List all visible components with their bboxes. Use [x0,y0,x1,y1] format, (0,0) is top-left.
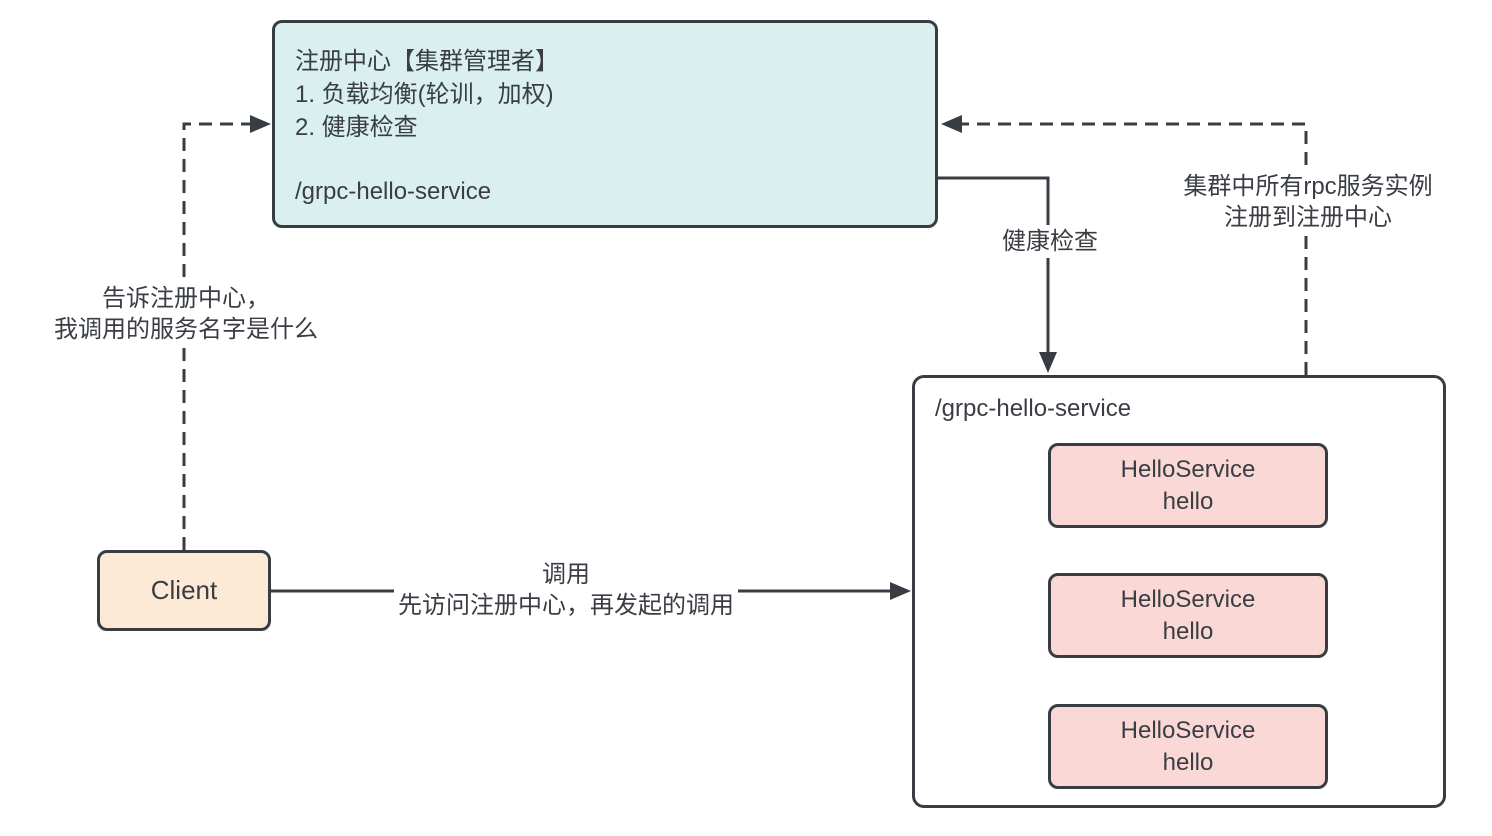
registry-service-path: /grpc-hello-service [295,178,492,205]
cluster-to-registry-label-line2: 注册到注册中心 [1224,204,1392,231]
call-label: 调用 先访问注册中心，再发起的调用 [394,558,738,622]
service-instance-name: HelloService [1120,585,1256,613]
cluster-service-path: /grpc-hello-service [935,395,1132,422]
client-to-registry-dashed-line [182,122,252,550]
registry-feature-load-balancing: 1. 负载均衡(轮训，加权) [295,81,554,108]
registry-to-cluster-line [938,176,1050,354]
service-instance[interactable]: HelloService hello [1048,573,1328,658]
service-cluster-node[interactable]: /grpc-hello-service HelloService hello H… [912,375,1446,808]
service-instance-method: hello [1162,617,1214,645]
client-label: Client [150,575,218,605]
call-label-line2: 先访问注册中心，再发起的调用 [398,592,734,619]
cluster-to-registry-label: 集群中所有rpc服务实例 注册到注册中心 [1179,170,1437,234]
registry-center-node[interactable]: 注册中心【集群管理者】 1. 负载均衡(轮训，加权) 2. 健康检查 /grpc… [272,20,938,228]
registry-title: 注册中心【集群管理者】 [295,48,559,75]
service-instance-name: HelloService [1120,716,1256,744]
call-label-line1: 调用 [542,561,590,588]
client-node[interactable]: Client [97,550,271,631]
client-to-cluster-arrowhead-icon [890,582,911,600]
client-to-registry-arrowhead-icon [250,115,271,133]
cluster-to-registry-arrowhead-icon [941,115,962,133]
service-instance[interactable]: HelloService hello [1048,704,1328,789]
service-instance-method: hello [1162,748,1214,776]
service-instance-name: HelloService [1120,455,1256,483]
client-to-registry-label-line1: 告诉注册中心， [102,285,270,312]
service-instance[interactable]: HelloService hello [1048,443,1328,528]
cluster-to-registry-label-line1: 集群中所有rpc服务实例 [1183,173,1433,200]
health-check-label-text: 健康检查 [1002,228,1098,255]
client-to-registry-label: 告诉注册中心， 我调用的服务名字是什么 [50,282,322,346]
health-check-label: 健康检查 [998,225,1102,258]
client-to-registry-label-line2: 我调用的服务名字是什么 [54,316,318,343]
registry-to-cluster-arrowhead-icon [1039,352,1057,373]
service-instance-method: hello [1162,487,1214,515]
registry-feature-health-check: 2. 健康检查 [295,114,418,141]
